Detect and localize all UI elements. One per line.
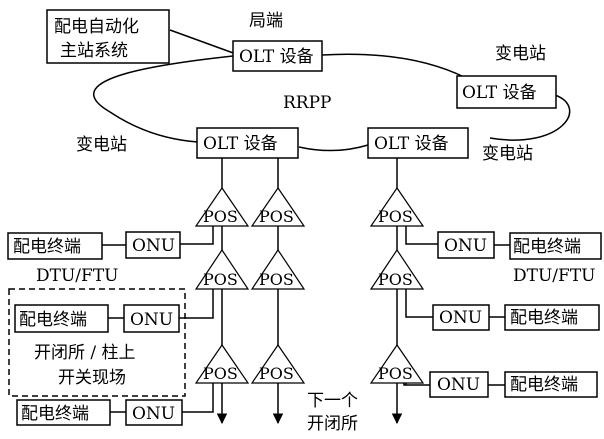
onu-label: ONU <box>444 236 487 256</box>
branch-link <box>179 289 214 319</box>
pos-splitter <box>194 343 250 384</box>
terminal-label: 配电终端 <box>21 404 89 424</box>
onu-label: ONU <box>130 310 173 330</box>
ring-link-top <box>321 53 467 79</box>
switch-site-label-1: 开闭所 / 柱上 <box>34 343 136 363</box>
rrpp-label: RRPP <box>283 93 331 113</box>
pos-splitter <box>369 186 425 227</box>
pos-splitter <box>194 248 250 290</box>
olt-left-label: OLT 设备 <box>203 134 278 154</box>
olt-mid-box <box>367 127 469 159</box>
olt-local-box <box>232 40 323 72</box>
ring-link-right <box>489 94 571 141</box>
onu-label: ONU <box>437 375 480 395</box>
olt-right-label: OLT 设备 <box>462 83 537 103</box>
pos-splitter <box>250 343 306 384</box>
branch-link <box>403 383 430 386</box>
pos-label: POS <box>259 270 294 289</box>
onu-box <box>432 304 490 331</box>
pos-label: POS <box>203 270 238 289</box>
local-end-label: 局端 <box>249 11 283 31</box>
terminal-box <box>14 304 109 333</box>
substation-label-right-top: 变电站 <box>495 44 546 64</box>
onu-box <box>437 231 495 259</box>
master-link <box>169 29 237 55</box>
ring-link-bottom <box>298 144 369 152</box>
dtu-ftu-label-right: DTU/FTU <box>513 266 596 286</box>
switch-site-box <box>8 288 186 397</box>
pos-splitter <box>250 248 306 290</box>
pos-label: POS <box>203 207 238 226</box>
dtu-ftu-label-left: DTU/FTU <box>36 266 119 286</box>
terminal-box <box>16 399 111 426</box>
substation-label-left: 变电站 <box>76 135 127 155</box>
master-station-label-1: 配电自动化 <box>54 17 139 37</box>
terminal-box <box>504 304 600 331</box>
pos-label: POS <box>259 364 294 383</box>
master-station-box <box>46 9 170 64</box>
pos-splitter <box>194 186 250 227</box>
pos-label: POS <box>259 207 294 226</box>
pos-splitter <box>369 248 425 290</box>
terminal-label: 配电终端 <box>510 308 578 328</box>
branch-link <box>405 289 433 318</box>
branch-link <box>180 226 214 245</box>
switch-site-label-2: 开关现场 <box>58 368 126 388</box>
branch-link <box>182 383 214 413</box>
onu-label: ONU <box>132 404 175 424</box>
pos-label: POS <box>378 207 413 226</box>
olt-left-box <box>196 127 299 159</box>
onu-box <box>123 304 180 333</box>
terminal-label: 配电终端 <box>19 310 87 330</box>
pos-label: POS <box>378 364 413 383</box>
substation-label-right: 变电站 <box>482 144 533 164</box>
onu-label: ONU <box>132 236 175 256</box>
olt-right-box <box>456 75 557 109</box>
next-station-label-1: 下一个 <box>307 391 358 411</box>
terminal-box <box>509 232 602 260</box>
terminal-box <box>504 371 598 398</box>
branch-link <box>405 226 438 245</box>
olt-mid-label: OLT 设备 <box>374 134 449 154</box>
onu-label: ONU <box>439 308 482 328</box>
terminal-label: 配电终端 <box>13 237 81 257</box>
ring-link-left <box>93 55 234 143</box>
olt-local-label: OLT 设备 <box>239 47 314 67</box>
next-station-label-2: 开闭所 <box>307 414 358 434</box>
master-station-label-2: 主站系统 <box>60 41 128 61</box>
terminal-label: 配电终端 <box>513 237 581 257</box>
pos-label: POS <box>378 270 413 289</box>
terminal-box <box>7 232 103 260</box>
pos-label: POS <box>203 364 238 383</box>
terminal-label: 配电终端 <box>510 375 578 395</box>
pos-splitter <box>250 186 306 227</box>
pos-splitter <box>369 343 425 384</box>
